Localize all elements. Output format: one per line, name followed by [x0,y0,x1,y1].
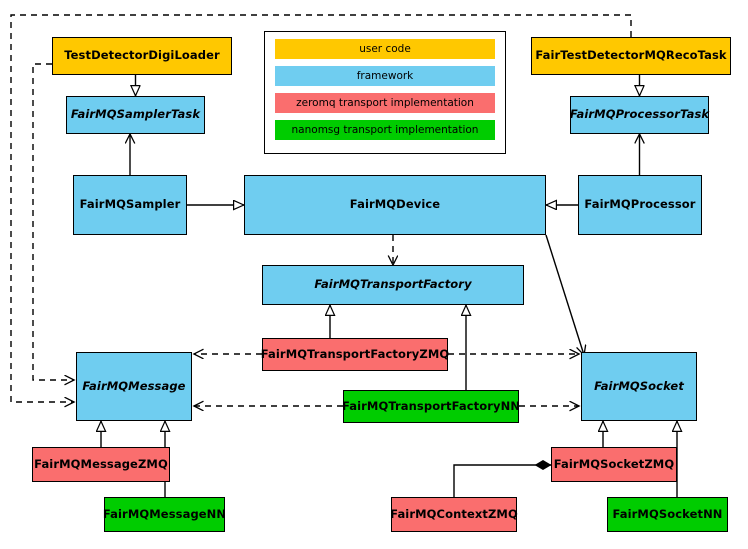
edge-recotask-message [10,14,632,402]
class-node-label: FairMQSampler [79,197,181,212]
class-node-label: FairMQTransportFactoryNN [341,398,521,413]
class-node-label: FairMQProcessorTask [569,107,710,122]
class-node-label: FairMQSocketZMQ [553,456,675,471]
edge-contextzmq-socketzmq [453,460,552,497]
class-node-label: TestDetectorDigiLoader [64,48,220,63]
class-node-FairTestDetectorMQRecoTask[interactable]: FairTestDetectorMQRecoTask [531,37,731,75]
class-node-FairMQTransportFactory[interactable]: FairMQTransportFactory [262,265,524,305]
legend-item-zeromq: zeromq transport implementation [275,93,495,113]
legend-label-framework: framework [356,70,414,82]
class-node-label: FairMQMessageZMQ [34,456,168,471]
class-node-label: FairMQMessageNN [102,506,227,521]
class-node-label: FairMQSocketNN [612,506,723,521]
class-node-label: FairMQTransportFactoryZMQ [260,346,450,361]
class-node-FairMQDevice[interactable]: FairMQDevice [244,175,546,235]
class-node-TestDetectorDigiLoader[interactable]: TestDetectorDigiLoader [52,37,232,75]
class-node-FairMQSocketNN[interactable]: FairMQSocketNN [607,497,728,532]
class-node-label: FairMQSamplerTask [70,107,201,122]
class-node-FairMQContextZMQ[interactable]: FairMQContextZMQ [390,497,518,532]
class-node-label: FairMQSocket [594,378,684,393]
class-node-FairMQSocket[interactable]: FairMQSocket [581,352,697,421]
class-node-FairMQProcessor[interactable]: FairMQProcessor [578,175,702,235]
legend-item-framework: framework [275,66,495,86]
class-node-FairMQSamplerTask[interactable]: FairMQSamplerTask [66,96,205,134]
class-node-label: FairTestDetectorMQRecoTask [535,48,727,63]
class-node-label: FairMQProcessor [584,197,696,212]
class-node-FairMQMessageNN[interactable]: FairMQMessageNN [102,497,227,532]
class-node-FairMQSampler[interactable]: FairMQSampler [73,175,187,235]
edge-device-socket [545,234,584,355]
edge-digiloader-message [32,63,74,380]
class-node-FairMQMessage[interactable]: FairMQMessage [76,352,192,421]
class-node-label: FairMQContextZMQ [390,506,518,521]
legend-item-user-code: user code [275,39,495,59]
class-node-FairMQTransportFactoryZMQ[interactable]: FairMQTransportFactoryZMQ [260,338,450,371]
legend-label-user-code: user code [359,43,411,55]
legend-item-nanomsg: nanomsg transport implementation [275,120,495,140]
class-node-FairMQMessageZMQ[interactable]: FairMQMessageZMQ [32,447,170,482]
class-node-FairMQSocketZMQ[interactable]: FairMQSocketZMQ [551,447,677,482]
class-node-label: FairMQTransportFactory [314,277,472,292]
legend-label-zeromq: zeromq transport implementation [296,97,474,109]
class-node-label: FairMQDevice [349,197,441,212]
class-node-label: FairMQMessage [82,378,186,393]
legend-label-nanomsg: nanomsg transport implementation [291,124,479,136]
class-node-FairMQProcessorTask[interactable]: FairMQProcessorTask [570,96,709,134]
class-node-FairMQTransportFactoryNN[interactable]: FairMQTransportFactoryNN [341,390,521,423]
legend-panel: user code framework zeromq transport imp… [264,31,506,154]
